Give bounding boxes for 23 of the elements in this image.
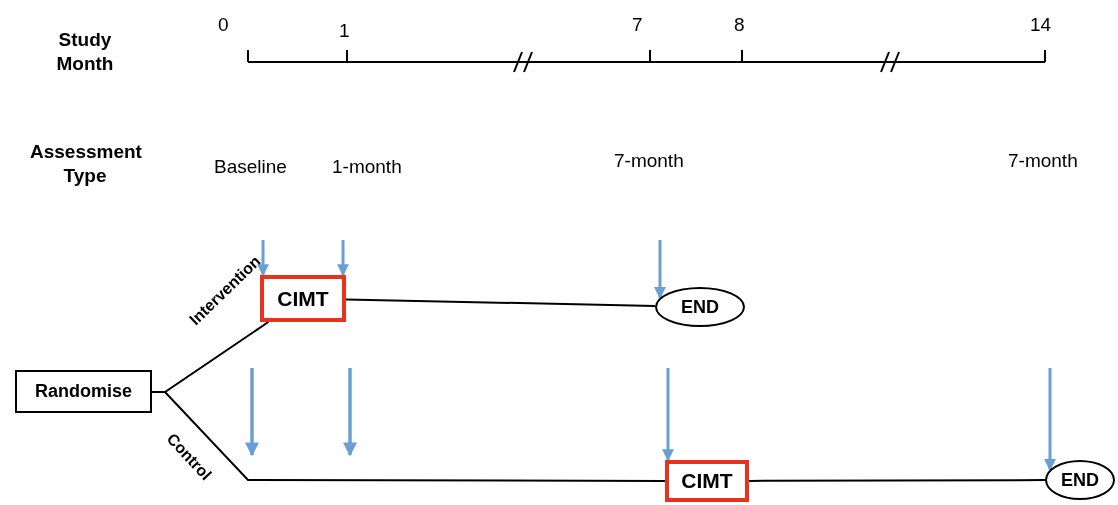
intervention-box: CIMT	[665, 460, 749, 502]
intervention-box: CIMT	[260, 275, 346, 322]
arrow	[1044, 368, 1056, 471]
assessment-label: Baseline	[214, 156, 287, 178]
connector-line	[748, 479, 1046, 482]
arrow	[662, 368, 674, 462]
end-ellipse: END	[655, 287, 745, 327]
axis-title: Study Month	[55, 28, 115, 76]
tick-label: 14	[1030, 14, 1052, 36]
tick-label: 7	[632, 14, 643, 36]
tick-label: 1	[339, 20, 350, 42]
assessment-label: 1-month	[332, 156, 402, 178]
tick-label: 0	[218, 14, 229, 36]
randomise-box: Randomise	[15, 370, 152, 413]
axis-title: Assessment Type	[30, 140, 140, 188]
arrow	[257, 240, 269, 277]
assessment-label: 7-month	[1008, 150, 1078, 172]
tick-label: 8	[734, 14, 745, 36]
end-ellipse: END	[1045, 460, 1115, 500]
connector-line	[345, 298, 657, 307]
arrow	[337, 240, 349, 277]
assessment-label: 7-month	[614, 150, 684, 172]
arrow	[654, 240, 666, 299]
